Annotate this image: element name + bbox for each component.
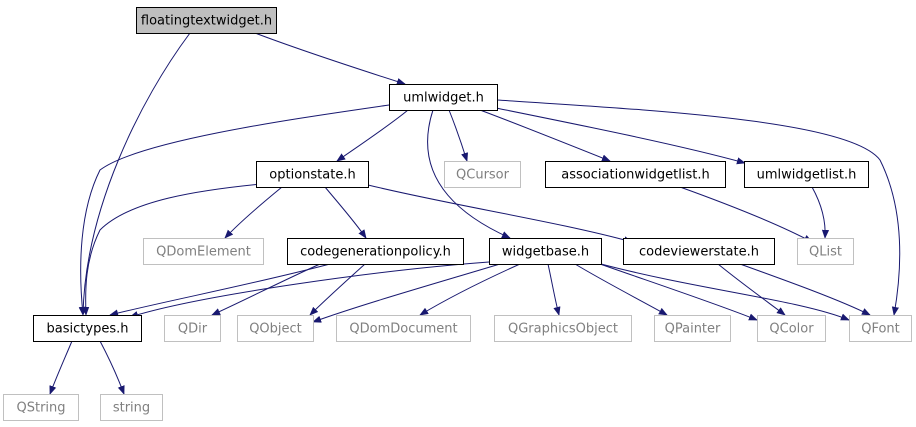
- node-QDomElement: QDomElement: [143, 238, 264, 265]
- node-QColor: QColor: [757, 315, 826, 342]
- node-label: umlwidgetlist.h: [757, 168, 857, 183]
- edge-optionstate_h-to-codeviewerstate_h: [367, 184, 633, 244]
- node-QCursor: QCursor: [444, 161, 521, 188]
- node-box: [33, 315, 142, 342]
- node-codeviewerstate_h[interactable]: codeviewerstate.h: [623, 238, 775, 265]
- node-label: string: [113, 401, 150, 416]
- node-box: [545, 161, 726, 188]
- node-label: QDomDocument: [349, 322, 457, 337]
- edge-codeviewerstate_h-to-QFont: [739, 263, 871, 316]
- node-QFont: QFont: [849, 315, 912, 342]
- node-QDir: QDir: [164, 315, 221, 342]
- node-QPainter: QPainter: [654, 315, 731, 342]
- edge-basictypes_h-to-string: [99, 340, 125, 395]
- dependency-edges: [49, 32, 901, 395]
- node-label: QCursor: [456, 168, 510, 183]
- node-box: [757, 315, 826, 342]
- node-box: [287, 238, 464, 265]
- node-codegenerationpolicy_h[interactable]: codegenerationpolicy.h: [287, 238, 464, 265]
- node-floatingtextwidget_h[interactable]: floatingtextwidget.h: [136, 7, 277, 34]
- node-QString: QString: [3, 394, 79, 421]
- edge-optionstate_h-to-QDomElement: [224, 186, 283, 239]
- edge-codegenerationpolicy_h-to-QObject: [309, 263, 366, 316]
- node-box: [164, 315, 221, 342]
- node-optionstate_h[interactable]: optionstate.h: [256, 161, 369, 188]
- node-box: [654, 315, 731, 342]
- node-label: QList: [809, 245, 842, 260]
- edge-floatingtextwidget_h-to-umlwidget_h: [254, 32, 406, 85]
- node-box: [797, 238, 854, 265]
- node-QObject: QObject: [237, 315, 314, 342]
- node-label: QColor: [769, 322, 814, 337]
- node-label: widgetbase.h: [502, 245, 589, 260]
- edge-associationwidgetlist_h-to-QList: [679, 186, 813, 243]
- node-box: [494, 315, 632, 342]
- edge-umlwidget_h-to-optionstate_h: [336, 109, 409, 162]
- node-label: codeviewerstate.h: [639, 245, 759, 260]
- node-box: [336, 315, 471, 342]
- edge-umlwidget_h-to-QFont: [496, 99, 901, 316]
- node-label: optionstate.h: [269, 168, 355, 183]
- node-label: QString: [16, 401, 65, 416]
- node-box: [3, 394, 79, 421]
- header-nodes: floatingtextwidget.h umlwidget.h optionsta…: [3, 7, 912, 421]
- node-label: QDomElement: [156, 245, 251, 260]
- edge-widgetbase_h-to-QDomDocument: [419, 263, 521, 316]
- edge-umlwidget_h-to-associationwidgetlist_h: [479, 109, 611, 162]
- edge-widgetbase_h-to-QObject: [312, 263, 501, 323]
- node-label: basictypes.h: [47, 322, 129, 337]
- edge-floatingtextwidget_h-to-basictypes_h: [79, 32, 191, 316]
- node-box: [489, 238, 602, 265]
- node-box: [849, 315, 912, 342]
- edge-widgetbase_h-to-QColor: [599, 263, 758, 321]
- edge-codeviewerstate_h-to-QColor: [717, 263, 786, 316]
- edge-widgetbase_h-to-basictypes_h: [129, 261, 490, 319]
- node-box: [100, 394, 163, 421]
- node-umlwidget_h[interactable]: umlwidget.h: [389, 84, 498, 111]
- edge-codegenerationpolicy_h-to-basictypes_h: [109, 263, 331, 317]
- node-label: QDir: [178, 322, 208, 337]
- node-box: [623, 238, 775, 265]
- node-label: QGraphicsObject: [508, 322, 618, 337]
- node-label: QPainter: [665, 322, 721, 337]
- node-label: floatingtextwidget.h: [141, 14, 272, 29]
- edge-optionstate_h-to-codegenerationpolicy_h: [324, 186, 367, 239]
- edge-widgetbase_h-to-QGraphicsObject: [547, 263, 561, 316]
- node-label: QObject: [249, 322, 302, 337]
- edge-basictypes_h-to-QString: [49, 340, 73, 395]
- node-box: [237, 315, 314, 342]
- node-box: [444, 161, 521, 188]
- edge-umlwidget_h-to-umlwidgetlist_h: [495, 107, 746, 165]
- node-widgetbase_h[interactable]: widgetbase.h: [489, 238, 602, 265]
- edge-umlwidget_h-to-widgetbase_h: [427, 109, 511, 239]
- node-QDomDocument: QDomDocument: [336, 315, 471, 342]
- node-label: associationwidgetlist.h: [561, 168, 709, 183]
- node-umlwidgetlist_h[interactable]: umlwidgetlist.h: [744, 161, 869, 188]
- edge-umlwidgetlist_h-to-QList: [811, 186, 830, 239]
- edge-umlwidget_h-to-basictypes_h: [78, 104, 390, 316]
- node-QList: QList: [797, 238, 854, 265]
- node-string: string: [100, 394, 163, 421]
- node-label: umlwidget.h: [403, 91, 484, 106]
- edge-widgetbase_h-to-QPainter: [574, 263, 668, 316]
- node-box: [136, 7, 277, 34]
- node-label: QFont: [861, 322, 900, 337]
- edge-optionstate_h-to-basictypes_h: [82, 183, 262, 316]
- node-box: [143, 238, 264, 265]
- edge-widgetbase_h-to-QFont: [600, 263, 850, 321]
- edge-umlwidget_h-to-QCursor: [448, 109, 469, 162]
- node-basictypes_h[interactable]: basictypes.h: [33, 315, 142, 342]
- node-label: codegenerationpolicy.h: [300, 245, 451, 260]
- node-QGraphicsObject: QGraphicsObject: [494, 315, 632, 342]
- node-box: [744, 161, 869, 188]
- node-box: [256, 161, 369, 188]
- edge-codegenerationpolicy_h-to-QDir: [211, 263, 321, 316]
- node-box: [389, 84, 498, 111]
- node-associationwidgetlist_h[interactable]: associationwidgetlist.h: [545, 161, 726, 188]
